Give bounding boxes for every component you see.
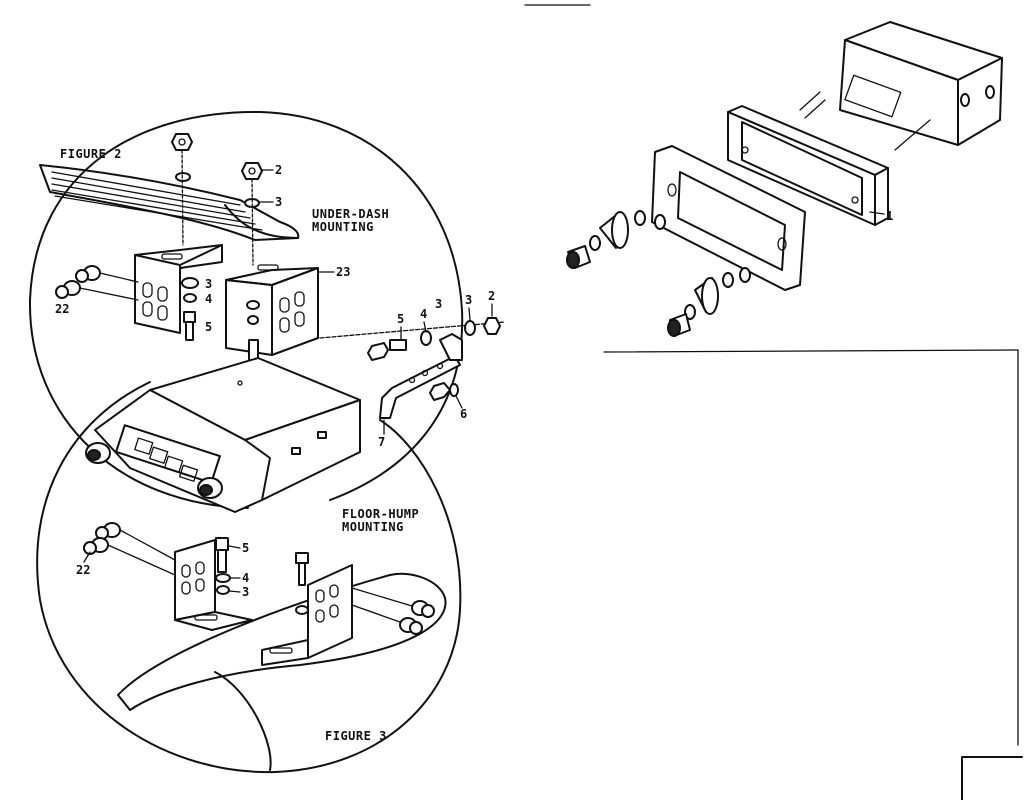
fig3-hardware (215, 537, 309, 615)
screws-22-left (55, 265, 139, 301)
figure-3-label: FIGURE 3 (325, 729, 387, 743)
car-radio-unit (85, 357, 361, 513)
under-dash-label-1: UNDER-DASH (312, 207, 389, 221)
mounting-sleeve (727, 105, 889, 226)
fig3-left-bracket (174, 539, 253, 631)
nut-2-top (241, 162, 263, 208)
floor-hump-label-1: FLOOR-HUMP (342, 507, 419, 521)
callout-23: 23 (336, 265, 350, 279)
radio-chassis-right (799, 21, 1003, 151)
left-l-bracket (134, 244, 223, 334)
callout-3-right-b: 3 (465, 293, 472, 307)
side-bolt-stack (319, 317, 506, 361)
fig3-screws-22 (83, 522, 435, 635)
callout-3-right-a: 3 (435, 297, 442, 311)
floor-hump (117, 572, 447, 771)
trim-plate-1 (651, 145, 806, 291)
callout-22-left: 22 (55, 302, 69, 316)
strap-7 (379, 333, 463, 419)
figure-3-circle (36, 381, 462, 774)
under-dash-label-2: MOUNTING (312, 220, 374, 234)
callout-6: 6 (460, 407, 467, 421)
callout-22-fig3: 22 (76, 563, 90, 577)
knob-assembly-lower (667, 267, 751, 337)
callout-2-top: 2 (275, 163, 282, 177)
callout-1: 1 (886, 209, 893, 223)
fig3-right-bracket (261, 564, 353, 666)
callout-4-left: 4 (205, 292, 212, 306)
callout-4-fig3: 4 (242, 571, 249, 585)
callout-3-fig3: 3 (242, 585, 249, 599)
callout-5-right: 5 (397, 312, 404, 326)
callout-7: 7 (378, 435, 385, 449)
nut-top-left (171, 133, 193, 182)
callout-3-top: 3 (275, 195, 282, 209)
callout-2-right: 2 (488, 289, 495, 303)
nut-6 (429, 382, 459, 401)
corner-box (961, 756, 1023, 800)
callout-4-right: 4 (420, 307, 427, 321)
callout-5-left: 5 (205, 320, 212, 334)
knob-assembly-upper (566, 210, 666, 269)
figure-2-label: FIGURE 2 (60, 147, 122, 161)
left-hardware-3-4-5 (181, 277, 199, 341)
bracket-23 (225, 264, 319, 361)
callout-3-left: 3 (205, 277, 212, 291)
floor-hump-label-2: MOUNTING (342, 520, 404, 534)
separator-line (603, 349, 1019, 353)
callout-5-fig3: 5 (242, 541, 249, 555)
figure-2-circle (28, 110, 464, 509)
